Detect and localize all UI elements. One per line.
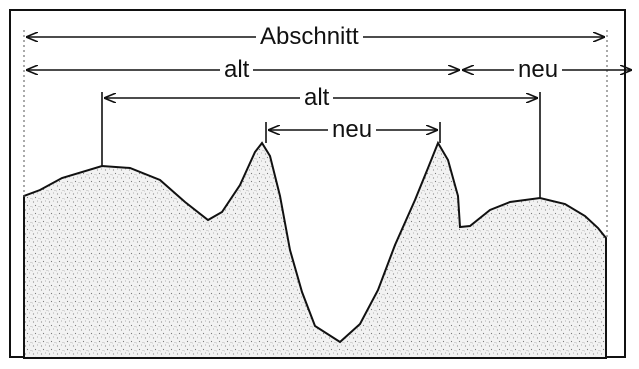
- label-neu-mid: neu: [328, 118, 377, 142]
- label-alt-mid: alt: [300, 86, 334, 110]
- label-abschnitt: Abschnitt: [256, 25, 363, 49]
- label-neu-right: neu: [514, 58, 563, 82]
- terrain-profile: [23, 140, 607, 359]
- label-alt-top: alt: [220, 58, 254, 82]
